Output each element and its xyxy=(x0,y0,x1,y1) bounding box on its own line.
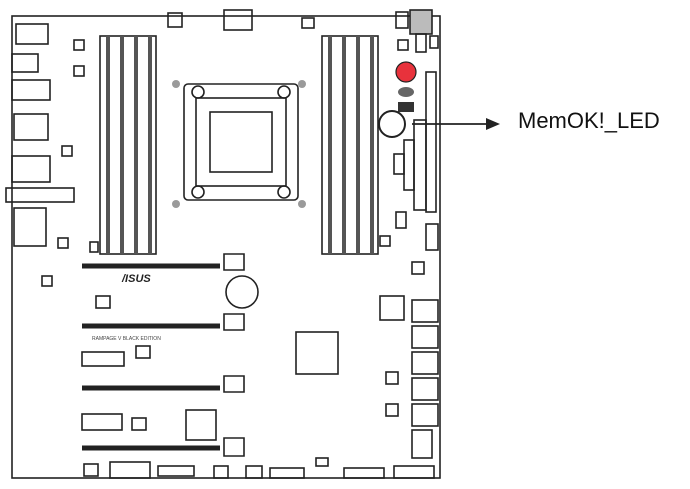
board-brand-logo: /ISUS xyxy=(121,273,151,285)
memok-led-label: MemOK!_LED xyxy=(518,108,660,133)
header-bottom-6 xyxy=(315,457,329,467)
rear-io-small-1 xyxy=(61,145,73,157)
board-outline xyxy=(11,15,441,479)
socket-latch-4 xyxy=(277,185,291,199)
rear-io-port-4 xyxy=(13,113,49,141)
cpu-socket-inner xyxy=(195,97,287,187)
sata-block-2 xyxy=(403,139,415,191)
component-small-6 xyxy=(393,153,405,175)
rear-io-port-6 xyxy=(5,187,75,203)
rear-io-port-2 xyxy=(11,53,39,73)
dimm-group-right xyxy=(321,35,379,255)
socket-latch-3 xyxy=(191,185,205,199)
audio-header xyxy=(109,461,151,479)
m2-slot xyxy=(81,351,125,367)
power-button xyxy=(409,9,433,35)
component-small-13 xyxy=(135,345,151,359)
component-small-1 xyxy=(73,39,85,51)
socket-latch-1 xyxy=(191,85,205,99)
header-bottom-8 xyxy=(393,465,435,479)
header-bottom-5 xyxy=(269,467,305,479)
component-small-4 xyxy=(397,39,409,51)
sata-block xyxy=(413,119,427,211)
chipset xyxy=(295,331,339,375)
sata-port-5 xyxy=(411,403,439,427)
component-small-10 xyxy=(411,261,425,275)
atx-power-connector xyxy=(425,71,437,213)
socket-latch-2 xyxy=(277,85,291,99)
header-bottom-3 xyxy=(213,465,229,479)
reset-button xyxy=(415,33,427,53)
header-bottom-7 xyxy=(343,467,385,479)
cmos-battery-circle xyxy=(378,110,406,138)
controller-chip xyxy=(185,409,217,441)
rear-io-port-3 xyxy=(11,79,51,101)
rear-io-port-5 xyxy=(11,155,51,183)
chipset-fan-circle xyxy=(225,275,259,309)
mount-hole-4 xyxy=(298,200,306,208)
cpu-socket-center xyxy=(209,111,273,173)
component-small-5 xyxy=(429,35,439,49)
sata-port-3 xyxy=(411,351,439,375)
header-bottom-2 xyxy=(157,465,195,477)
header-bottom-4 xyxy=(245,465,263,479)
component-small-16 xyxy=(385,403,399,417)
sata-port-4 xyxy=(411,377,439,401)
component-small-17 xyxy=(411,429,433,459)
board-model-text: RAMPAGE V BLACK EDITION xyxy=(92,336,161,342)
component-small-8 xyxy=(425,223,439,251)
pcie-slot-2-latch xyxy=(223,313,245,331)
mount-hole-2 xyxy=(298,80,306,88)
sata-port-2 xyxy=(411,325,439,349)
rear-io-port-7 xyxy=(13,207,47,247)
component-small-2 xyxy=(73,65,85,77)
dimm-group-left xyxy=(99,35,157,255)
memok-button xyxy=(395,61,417,83)
pcie-slot-3-latch xyxy=(223,375,245,393)
fan-header-top-1 xyxy=(167,12,183,28)
header-bottom-1 xyxy=(83,463,99,477)
fan-header-top-2 xyxy=(301,17,315,29)
component-square-1 xyxy=(379,295,405,321)
component-small-15 xyxy=(385,371,399,385)
mount-hole-1 xyxy=(172,80,180,88)
component-small-7 xyxy=(395,211,407,229)
m2-slot-2 xyxy=(81,413,123,431)
mount-hole-3 xyxy=(172,200,180,208)
switch-top-1 xyxy=(395,11,409,29)
sata-port-1 xyxy=(411,299,439,323)
component-small-9 xyxy=(379,235,391,247)
pcie-slot-1-latch xyxy=(223,253,245,271)
memok-led xyxy=(398,102,414,112)
component-small-14 xyxy=(131,417,147,431)
cpu-socket-frame xyxy=(183,83,299,201)
component-small-11 xyxy=(41,275,53,287)
component-small-12 xyxy=(95,295,111,309)
rear-io-port-1 xyxy=(15,23,49,45)
rear-io-small-2 xyxy=(57,237,69,249)
memok-led-indicator xyxy=(398,87,414,97)
callout-arrowhead xyxy=(486,118,500,130)
component-small-3 xyxy=(89,241,99,253)
power-connector-top xyxy=(223,9,253,31)
pcie-slot-4-latch xyxy=(223,437,245,457)
